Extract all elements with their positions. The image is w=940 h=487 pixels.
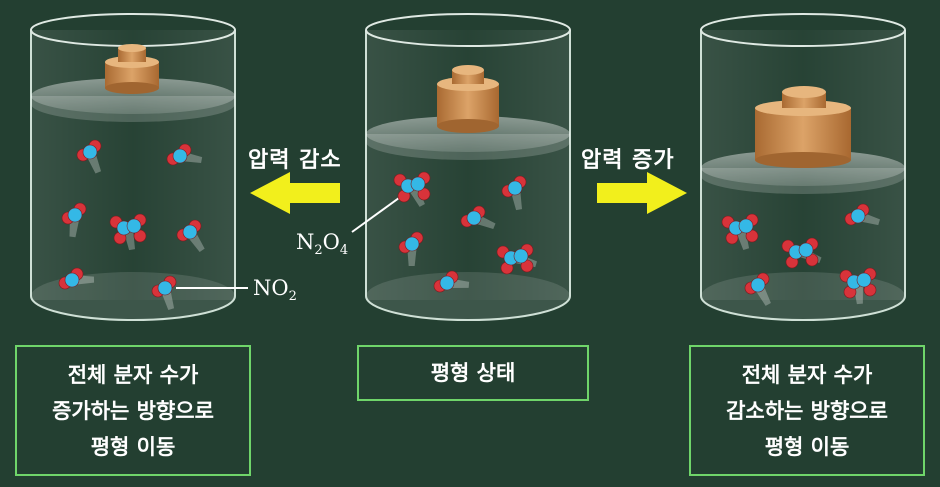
no2-molecule <box>460 205 496 230</box>
caption-left: 전체 분자 수가 증가하는 방향으로 평형 이동 <box>15 345 251 476</box>
no2-molecule <box>166 143 203 166</box>
n2o4-molecule <box>839 267 877 305</box>
left-cylinder <box>30 13 236 321</box>
n2o4-molecule <box>496 243 537 275</box>
no2-molecule <box>61 202 87 238</box>
no2-molecule <box>151 275 177 310</box>
caption-right-line-2: 감소하는 방향으로 <box>726 398 888 423</box>
no2-molecule <box>398 231 424 267</box>
caption-right-line-1: 전체 분자 수가 <box>741 362 873 387</box>
no2-molecule <box>433 270 470 293</box>
no2-label: NO2 <box>253 276 297 305</box>
no2-molecule <box>76 139 102 174</box>
caption-center-line-1: 평형 상태 <box>430 361 516 385</box>
n2o4-molecule <box>781 237 822 269</box>
no2-molecule <box>844 203 880 226</box>
weight-large <box>755 86 851 168</box>
arrow-left <box>250 172 340 214</box>
caption-right-line-3: 평형 이동 <box>764 434 850 459</box>
pressure-decrease-label: 압력 감소 <box>248 148 342 173</box>
weight-medium <box>437 65 499 133</box>
no2-molecule <box>58 267 95 290</box>
caption-left-line-1: 전체 분자 수가 <box>67 362 199 387</box>
pressure-increase-label: 압력 증가 <box>581 148 675 173</box>
no2-molecule <box>501 175 527 211</box>
n2o4-molecule <box>721 213 759 250</box>
n2o4-label: N2O4 <box>296 230 349 259</box>
no2-molecule <box>176 219 205 252</box>
caption-center: 평형 상태 <box>357 345 589 401</box>
weight-small <box>105 44 159 94</box>
n2o4-molecule <box>109 213 147 251</box>
center-cylinder <box>365 13 571 321</box>
caption-right: 전체 분자 수가 감소하는 방향으로 평형 이동 <box>689 345 925 476</box>
n2o4-molecule <box>393 171 431 207</box>
molecules <box>58 139 880 310</box>
caption-left-line-3: 평형 이동 <box>90 434 176 459</box>
caption-left-line-2: 증가하는 방향으로 <box>52 398 214 423</box>
arrow-right <box>597 172 687 214</box>
no2-molecule <box>744 272 771 306</box>
